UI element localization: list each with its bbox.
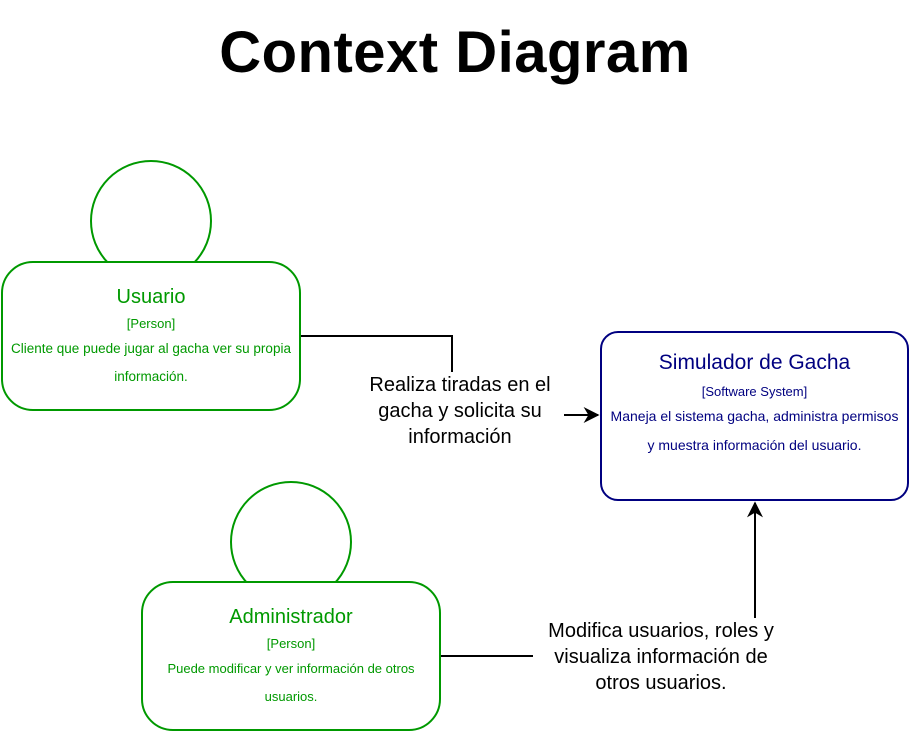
simulador-description: Maneja el sistema gacha, administra perm… [610,408,899,453]
usuario-description: Cliente que puede jugar al gacha ver su … [11,341,291,384]
administrador-kind: [Person] [266,636,316,651]
simulador-kind: [Software System] [701,384,808,399]
administrador-name: Administrador [229,606,353,628]
edge-label-usuario: Realiza tiradas en el gacha y solicita s… [356,372,564,450]
usuario-name: Usuario [116,286,186,308]
simulador-name: Simulador de Gacha [658,351,851,374]
diagram-title: Context Diagram [219,20,691,85]
administrador-description: Puede modificar y ver información de otr… [167,661,415,704]
edge-label-administrador: Modifica usuarios, roles y visualiza inf… [533,618,789,696]
simulador-system-box[interactable]: Simulador de Gacha [Software System] Man… [600,331,909,501]
administrador-person-box[interactable]: Administrador [Person] Puede modificar y… [141,581,441,731]
usuario-person-box[interactable]: Usuario [Person] Cliente que puede jugar… [1,261,301,411]
usuario-kind: [Person] [126,316,176,331]
